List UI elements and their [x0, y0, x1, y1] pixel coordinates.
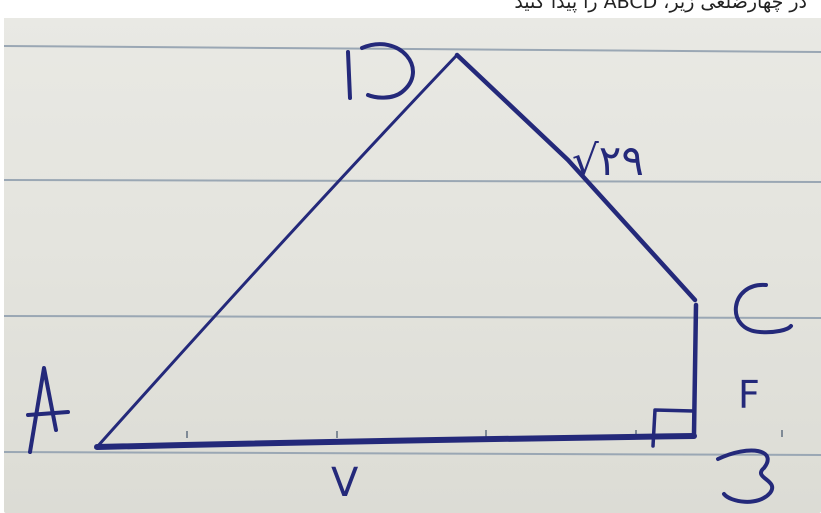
notebook-paper [4, 14, 821, 513]
svg-text:√۲۹: √۲۹ [572, 136, 644, 185]
side-cd-length-label: √۲۹ [572, 136, 644, 185]
side-dc [454, 52, 698, 303]
side-bc-length-label: F [738, 373, 760, 417]
side-da [95, 53, 459, 449]
quadrilateral [94, 52, 699, 450]
svg-text:V: V [331, 460, 359, 506]
vertex-c-label: C [733, 282, 793, 335]
problem-caption: در چهارضلعی زیر، ABCD را پیدا کنید [514, 0, 807, 13]
vertex-d-label: D [346, 42, 415, 100]
caption-strip: در چهارضلعی زیر، ABCD را پیدا کنید [0, 0, 821, 18]
ruled-line [3, 45, 821, 53]
ruled-lines [3, 45, 821, 456]
svg-text:F: F [738, 373, 760, 417]
vertex-a-label: A [26, 366, 70, 454]
side-ab-length-label: V [331, 460, 359, 506]
right-angle-mark [651, 408, 695, 448]
ruled-line [3, 451, 821, 456]
side-cb [691, 302, 699, 437]
vertex-b-label: B [716, 448, 775, 504]
ruled-line [3, 315, 821, 319]
ruled-line [3, 179, 821, 183]
side-ab [94, 433, 697, 450]
